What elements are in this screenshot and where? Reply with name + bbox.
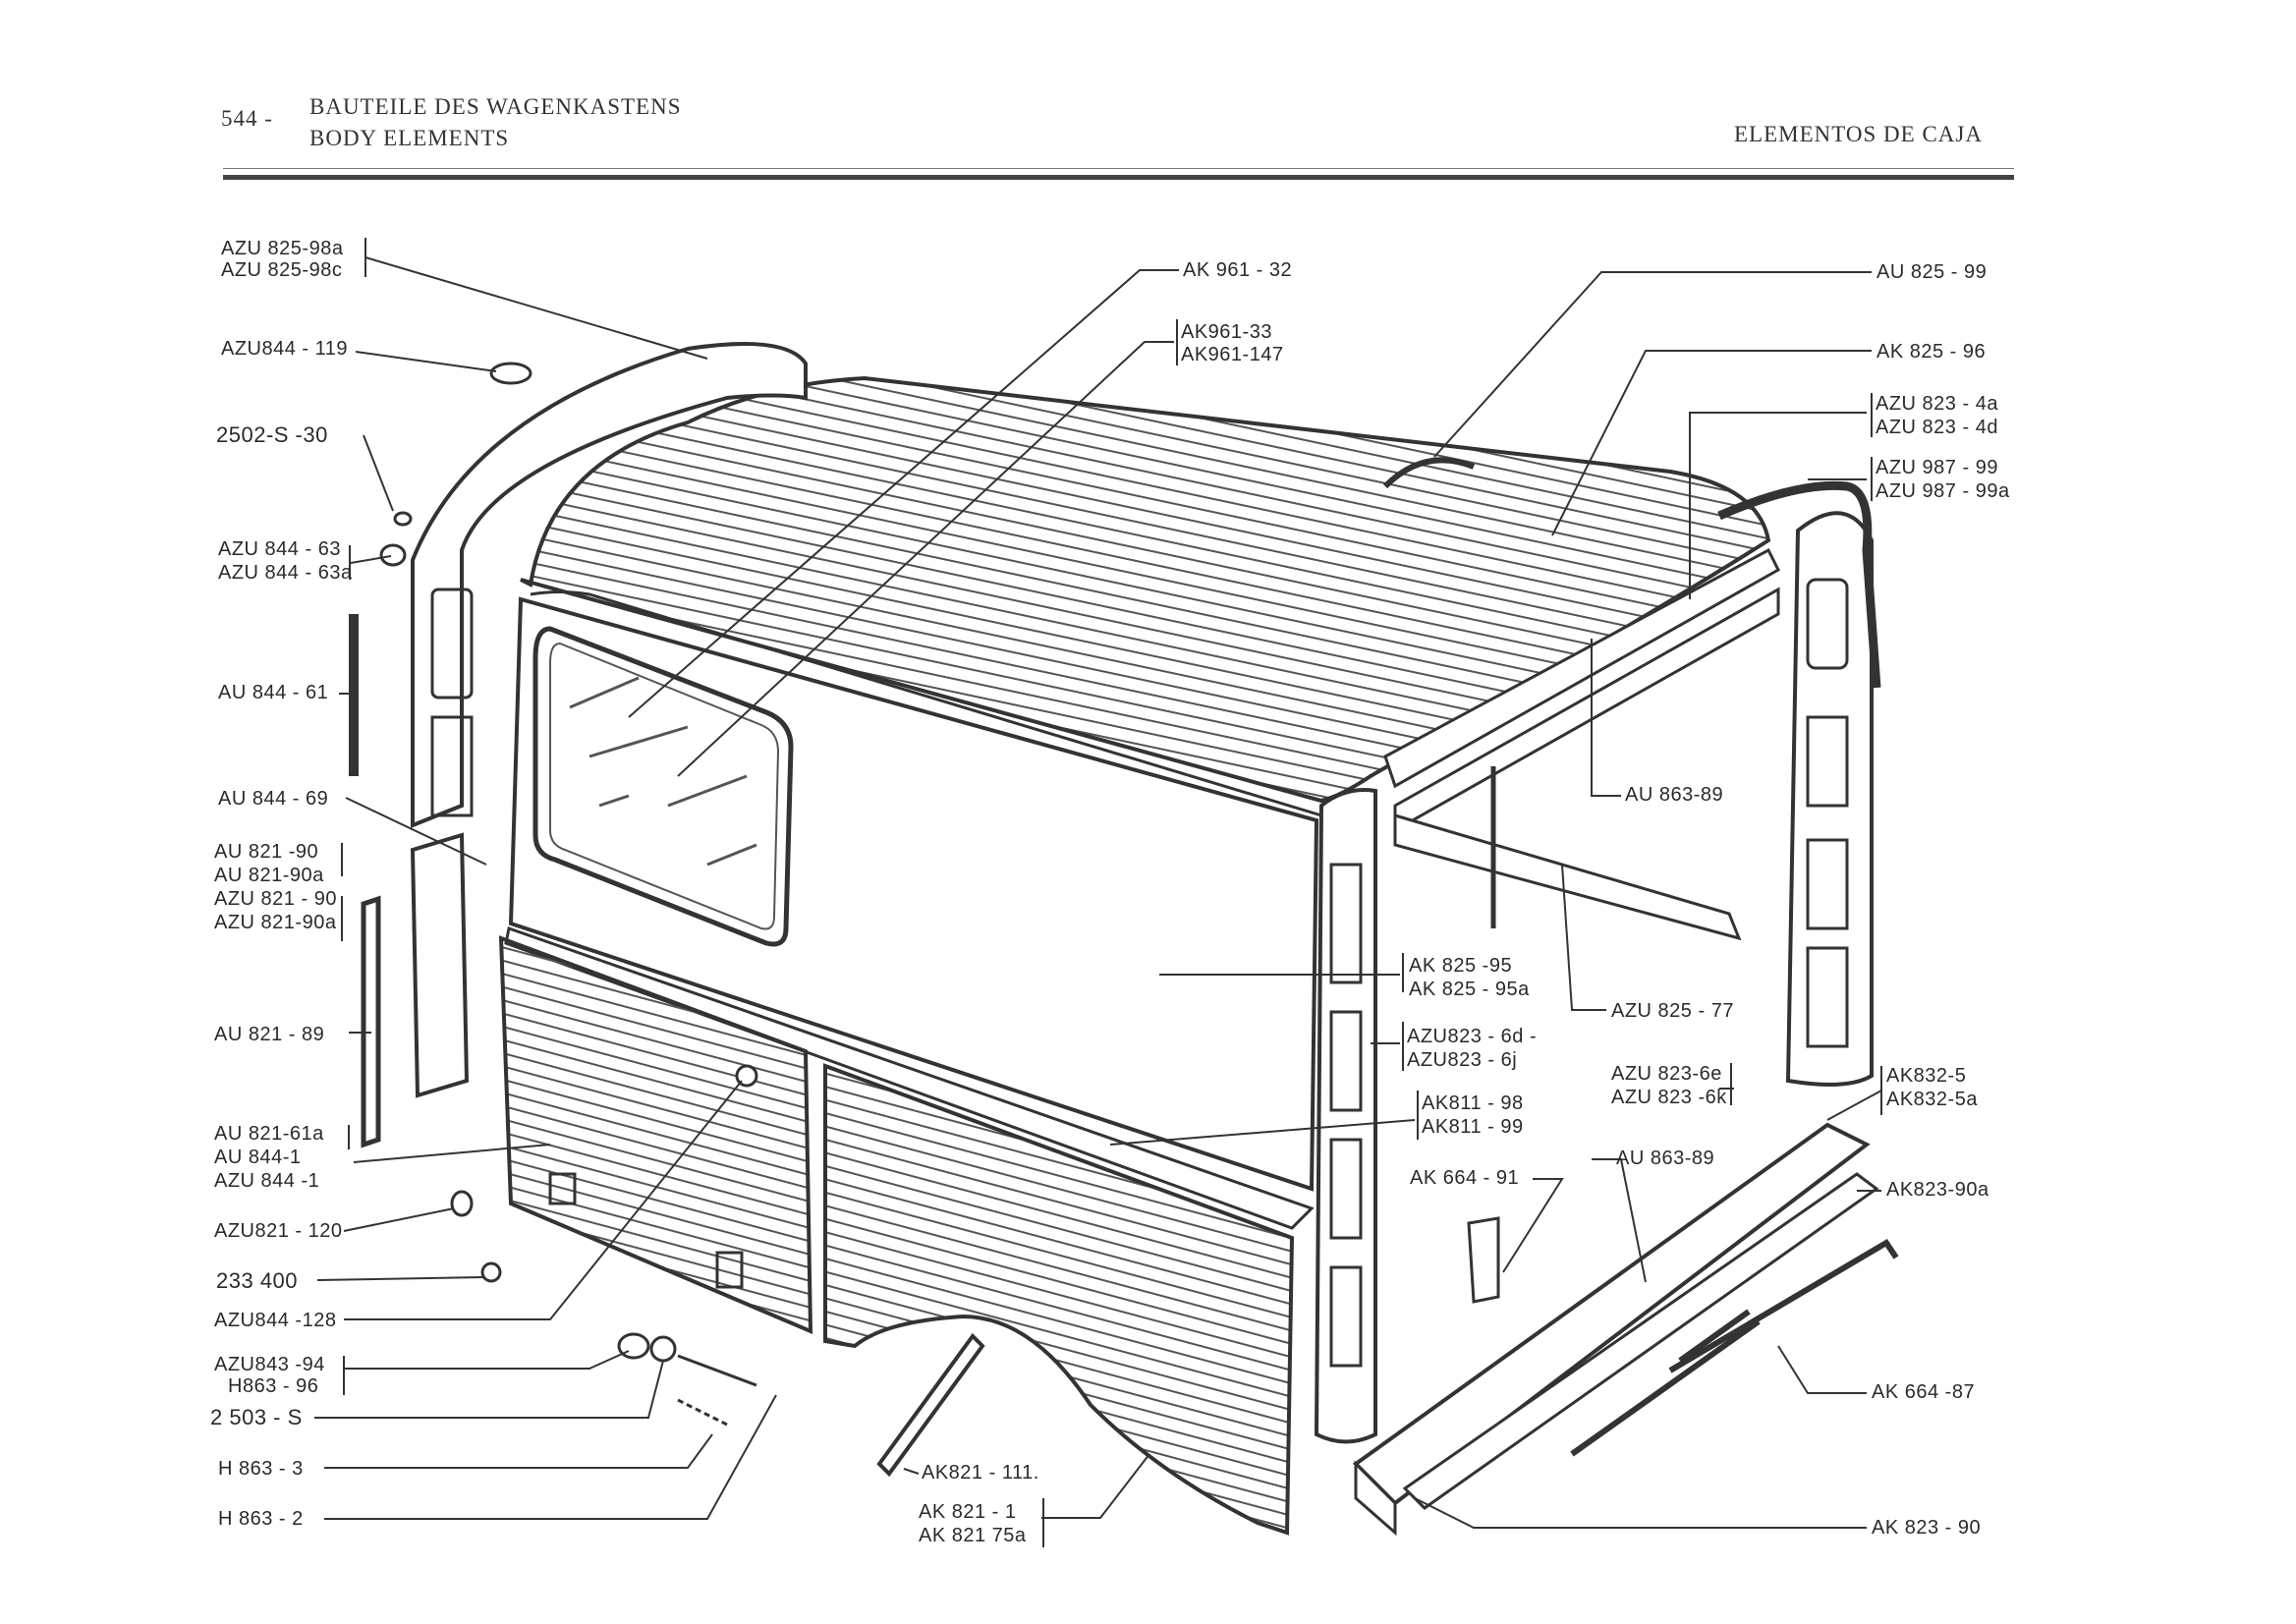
title-spanish: ELEMENTOS DE CAJA — [1734, 122, 1983, 146]
label-h863-96: H863 - 96 — [228, 1375, 319, 1397]
label-azu821-90: AZU 821 - 90 — [214, 888, 337, 910]
small-parts — [379, 362, 758, 1427]
label-azu844-128: AZU844 -128 — [214, 1310, 337, 1331]
label-azu843-94: AZU843 -94 — [214, 1354, 325, 1375]
title-german: BAUTEILE DES WAGENKASTENS — [309, 94, 682, 119]
label-azu823-6d: AZU823 - 6d - — [1407, 1026, 1538, 1047]
left-rear-frame — [411, 342, 808, 828]
label-azu825-98c: AZU 825-98c — [221, 259, 343, 281]
label-h863-3: H 863 - 3 — [218, 1458, 304, 1480]
label-ak823-90: AK 823 - 90 — [1872, 1517, 1982, 1539]
roof-cross-rail — [1383, 547, 1780, 941]
label-ak825-95a: AK 825 - 95a — [1409, 979, 1530, 1000]
label-2502-s-30: 2502-S -30 — [216, 422, 328, 447]
label-h863-2: H 863 - 2 — [218, 1508, 304, 1530]
label-ak821-1: AK 821 - 1 — [919, 1501, 1017, 1523]
label-azu844-1: AZU 844 -1 — [214, 1170, 320, 1192]
label-au821-89: AU 821 - 89 — [214, 1024, 325, 1045]
header-rule — [223, 175, 2014, 180]
rear-hatch-door — [498, 935, 813, 1335]
label-azu825-98a: AZU 825-98a — [221, 238, 344, 259]
label-azu844-63a: AZU 844 - 63a — [218, 562, 353, 584]
label-azu823-6k: AZU 823 -6k — [1611, 1087, 1727, 1108]
label-au844-69: AU 844 - 69 — [218, 788, 329, 810]
label-azu823-6e: AZU 823-6e — [1611, 1063, 1722, 1085]
label-azu823-4a: AZU 823 - 4a — [1876, 393, 1998, 415]
page-number: 544 - — [221, 106, 273, 131]
floor-rods — [1570, 1238, 1899, 1457]
label-233400: 233 400 — [216, 1268, 299, 1293]
label-2503-s: 2 503 - S — [210, 1405, 303, 1429]
label-ak832-5: AK832-5 — [1886, 1065, 1967, 1087]
label-azu821-120: AZU821 - 120 — [214, 1220, 343, 1242]
lower-side-panel — [823, 1063, 1295, 1536]
header-rule-thin — [223, 168, 2014, 169]
label-ak825-96: AK 825 - 96 — [1876, 341, 1987, 363]
wheel-arch-trim — [876, 1332, 985, 1478]
label-ak664-91: AK 664 - 91 — [1410, 1167, 1520, 1189]
label-ak961-33: AK961-33 — [1181, 321, 1272, 343]
label-au821-90a: AU 821-90a — [214, 865, 324, 886]
label-au821-90: AU 821 -90 — [214, 841, 319, 863]
label-ak961-147: AK961-147 — [1181, 344, 1284, 365]
label-au844-1: AU 844-1 — [214, 1147, 302, 1168]
label-au863-89-top: AU 863-89 — [1625, 784, 1724, 806]
label-azu987-99a: AZU 987 - 99a — [1876, 480, 2010, 502]
label-ak821-111: AK821 - 111. — [922, 1462, 1039, 1484]
label-azu823-4d: AZU 823 - 4d — [1876, 417, 1998, 438]
label-ak961-32: AK 961 - 32 — [1183, 259, 1293, 281]
label-ak832-5a: AK832-5a — [1886, 1089, 1978, 1110]
leader-lines — [314, 256, 1882, 1529]
label-ak811-99: AK811 - 99 — [1422, 1116, 1524, 1138]
label-azu987-99: AZU 987 - 99 — [1876, 457, 1998, 478]
label-au821-61a: AU 821-61a — [214, 1123, 324, 1145]
label-au844-61: AU 844 - 61 — [218, 682, 329, 703]
right-rear-pillar — [1785, 511, 1874, 1087]
label-au863-89-bottom: AU 863-89 — [1616, 1148, 1715, 1169]
side-body-panel — [504, 596, 1319, 1230]
label-ak664-87: AK 664 -87 — [1872, 1381, 1976, 1403]
label-ak823-90a: AK823-90a — [1886, 1179, 1989, 1201]
label-au825-99: AU 825 - 99 — [1876, 261, 1988, 283]
label-ak821-75a: AK 821 75a — [919, 1525, 1027, 1546]
front-pillar — [1314, 788, 1377, 1444]
label-azu844-119: AZU844 - 119 — [221, 338, 349, 360]
label-ak825-95: AK 825 -95 — [1409, 955, 1513, 977]
label-azu825-77: AZU 825 - 77 — [1611, 1000, 1734, 1022]
left-filler-panels — [361, 832, 470, 1148]
label-azu821-90a: AZU 821-90a — [214, 912, 337, 933]
label-ak811-98: AK811 - 98 — [1422, 1092, 1524, 1114]
roof-seal-loop — [1382, 457, 1476, 489]
sill-rail — [1352, 1122, 1879, 1537]
title-english: BODY ELEMENTS — [309, 126, 510, 150]
seal-strip — [1717, 480, 1881, 689]
label-azu844-63: AZU 844 - 63 — [218, 538, 341, 560]
bracket-ticks — [341, 238, 1882, 1547]
latch-plate — [1467, 1216, 1500, 1304]
label-azu823-6j: AZU823 - 6j — [1407, 1049, 1518, 1071]
